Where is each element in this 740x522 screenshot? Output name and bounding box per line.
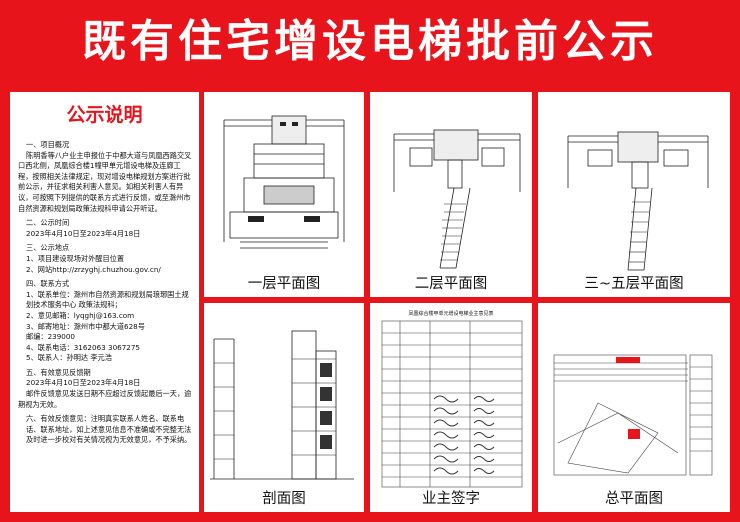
section-heading: 三、公示地点	[26, 243, 70, 253]
section-caption: 剖面图	[262, 491, 306, 507]
site-drawing	[553, 354, 713, 476]
signatures-panel: 凤凰综合楼甲单元增设电梯业主意见表	[370, 303, 532, 512]
section-drawing	[210, 330, 354, 480]
floor1-drawing	[223, 115, 345, 249]
site-panel: 总平面图	[538, 303, 730, 512]
floor1-panel: 一层平面图	[204, 92, 364, 297]
section-text: 邮编：239000	[26, 332, 76, 342]
notice-panel: 公示说明 一、项目概况 陈明香等八户业主申报位于中都大道与凤凰西路交叉口西北侧，…	[10, 92, 199, 512]
notice-heading: 公示说明	[66, 104, 143, 126]
section-text: 邮件反馈意见发送日期不应超过反馈起最后一天，逾期视为无效。	[18, 389, 192, 409]
floor35-panel: 三~五层平面图	[538, 92, 730, 297]
notice-body: 一、项目概况 陈明香等八户业主申报位于中都大道与凤凰西路交叉口西北侧，凤凰综合楼…	[18, 136, 194, 446]
floor1-caption: 一层平面图	[247, 276, 321, 292]
section-panel: 剖面图	[204, 303, 364, 512]
floor35-drawing	[567, 131, 709, 271]
floor2-caption: 二层平面图	[414, 276, 488, 292]
section-text: 2、意见邮箱：lyqghj@163.com	[26, 310, 135, 320]
section-heading: 五、有效意见反馈期	[26, 367, 91, 377]
section-text: 2023年4月10日至2023年4月18日	[26, 378, 141, 388]
page-title: 既有住宅增设电梯批前公示	[82, 16, 658, 67]
section-heading: 一、项目概况	[26, 140, 70, 149]
section-heading: 四、联系方式	[26, 279, 70, 289]
signature-form: 凤凰综合楼甲单元增设电梯业主意见表	[381, 310, 523, 488]
floor35-caption: 三~五层平面图	[584, 276, 684, 292]
floor2-drawing	[393, 129, 521, 269]
section-text: 1、联系单位：滁州市自然资源和规划局琅琊国土规划技术服务中心 政策法规科；	[26, 289, 189, 310]
section-text: 1、项目建设现场对外醒目位置	[26, 253, 125, 263]
section-text: 5、联系人：孙明达 李元浩	[26, 353, 112, 363]
section-text: 陈明香等八户业主申报位于中都大道与凤凰西路交叉口西北侧，凤凰综合楼1幢甲单元增设…	[18, 150, 192, 213]
section-text: 2、网站http://zrzyghj.chuzhou.gov.cn/	[26, 264, 161, 274]
section-heading: 六、有效反馈意见：注明真实联系人姓名、联系电话、联系地址，如上述意见信息不准确或…	[26, 414, 192, 445]
form-title: 凤凰综合楼甲单元增设电梯业主意见表	[408, 310, 493, 317]
section-text: 4、联系电话：3162063 3067275	[26, 342, 141, 352]
signatures-caption: 业主签字	[422, 491, 480, 507]
section-text: 3、邮寄地址：滁州市中都大道628号	[26, 321, 145, 331]
section-heading: 二、公示时间	[26, 218, 70, 228]
site-caption: 总平面图	[605, 491, 663, 507]
floor2-panel: 二层平面图	[370, 92, 532, 297]
section-text: 2023年4月10日至2023年4月18日	[26, 228, 141, 238]
